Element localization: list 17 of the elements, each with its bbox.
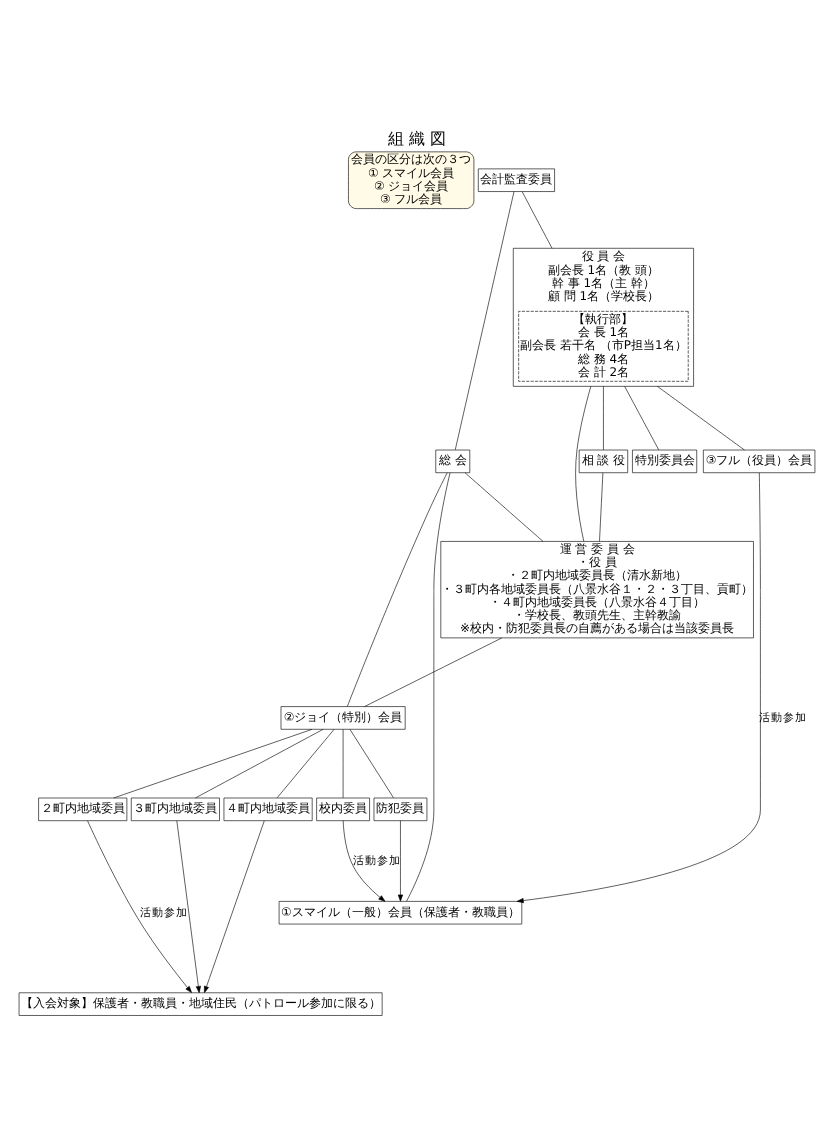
arrow xyxy=(204,819,265,992)
arrow xyxy=(342,819,386,901)
diagram-title: 組 織 図 xyxy=(387,127,447,148)
connector xyxy=(575,385,592,541)
arrow xyxy=(516,471,761,903)
connector xyxy=(347,471,448,706)
connector xyxy=(603,385,604,450)
arrow xyxy=(176,819,201,992)
connector xyxy=(624,385,660,450)
arrow xyxy=(397,819,403,901)
connector xyxy=(464,471,544,541)
connector xyxy=(406,471,451,901)
connector xyxy=(657,385,745,450)
connector xyxy=(195,728,324,798)
connector xyxy=(113,728,313,798)
arrow xyxy=(87,819,192,992)
connector xyxy=(364,636,503,706)
